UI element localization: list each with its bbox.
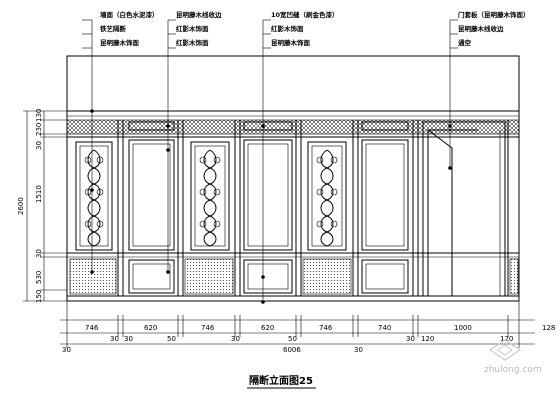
- callout-iron-screen: 铁艺隔断: [99, 24, 127, 33]
- callout-open: 通空: [458, 38, 472, 47]
- dim-gap-2: 30: [124, 335, 133, 343]
- lower-panels: [69, 258, 519, 295]
- dim-bay-5: 746: [319, 324, 333, 332]
- bottom-dimension-text: 746 620 746 620 746 740 1000 128 30 30 5…: [62, 324, 555, 354]
- dim-bay-3: 746: [201, 324, 215, 332]
- wood-panels: [128, 121, 409, 251]
- iron-screen-1: [75, 141, 113, 251]
- dim-30b: 30: [35, 249, 43, 258]
- dim-gap-4: 30: [231, 335, 240, 343]
- dim-total-right: 30: [354, 346, 363, 354]
- callout-rattan-trim-2: 昆明藤木线收边: [458, 24, 504, 33]
- dim-bay-2: 620: [144, 324, 157, 332]
- door-opening: [422, 121, 506, 297]
- dim-gap-6: 30: [406, 335, 415, 343]
- dim-30a: 30: [35, 141, 43, 150]
- dim-end: 128: [542, 324, 555, 332]
- wall-outline: [66, 55, 520, 302]
- dim-130: 130: [35, 109, 43, 122]
- callout-door-casing: 门套板（昆明藤木饰面）: [458, 10, 530, 19]
- dim-230: 230: [35, 123, 43, 136]
- dim-total: 6006: [283, 346, 301, 354]
- dim-530: 530: [35, 271, 43, 284]
- dim-1510: 1510: [35, 185, 43, 203]
- dim-height-total: 2600: [17, 197, 25, 215]
- dim-gap-8: 120: [500, 335, 513, 343]
- callouts: 墙面（白色水泥漆） 铁艺隔断 昆明藤木饰面 昆明藤木线收边 红影木饰面 红影木饰…: [99, 10, 530, 47]
- drawing-title: 隔断立面图25: [249, 374, 313, 387]
- leader-dots: [90, 109, 452, 304]
- watermark-text: zhulong.com: [484, 365, 542, 375]
- left-dimensions: [23, 110, 67, 302]
- dim-150: 150: [35, 290, 43, 303]
- callout-groove: 10宽凹缝（刷金色漆）: [271, 10, 339, 19]
- callout-red-wood-1: 红影木饰面: [176, 24, 209, 33]
- iron-screen-3: [307, 141, 347, 251]
- dim-gap-3: 50: [167, 335, 176, 343]
- left-dimension-text: 2600 130 230 30 1510 30 530 150: [17, 109, 43, 303]
- callout-red-wood-3: 红影木饰面: [271, 24, 304, 33]
- watermark: zhulong.com: [484, 339, 542, 375]
- dim-bay-1: 746: [85, 324, 99, 332]
- dim-gap-7: 120: [421, 335, 434, 343]
- leader-lines: [82, 19, 458, 302]
- dim-bay-4: 620: [261, 324, 274, 332]
- iron-screen-2: [190, 141, 230, 251]
- callout-rattan-veneer-2: 昆明藤木饰面: [271, 38, 311, 47]
- callout-wall: 墙面（白色水泥漆）: [100, 10, 159, 19]
- bottom-dimensions: [60, 301, 535, 348]
- callout-rattan-veneer: 昆明藤木饰面: [100, 38, 140, 47]
- dim-gap-1: 30: [110, 335, 119, 343]
- callout-rattan-trim: 昆明藤木线收边: [176, 10, 222, 19]
- dim-total-left: 30: [62, 346, 71, 354]
- dim-bay-6: 740: [378, 324, 391, 332]
- bay-dividers: [117, 120, 509, 296]
- callout-red-wood-2: 红影木饰面: [176, 38, 209, 47]
- dim-gap-5: 50: [288, 335, 297, 343]
- dim-door: 1000: [454, 324, 472, 332]
